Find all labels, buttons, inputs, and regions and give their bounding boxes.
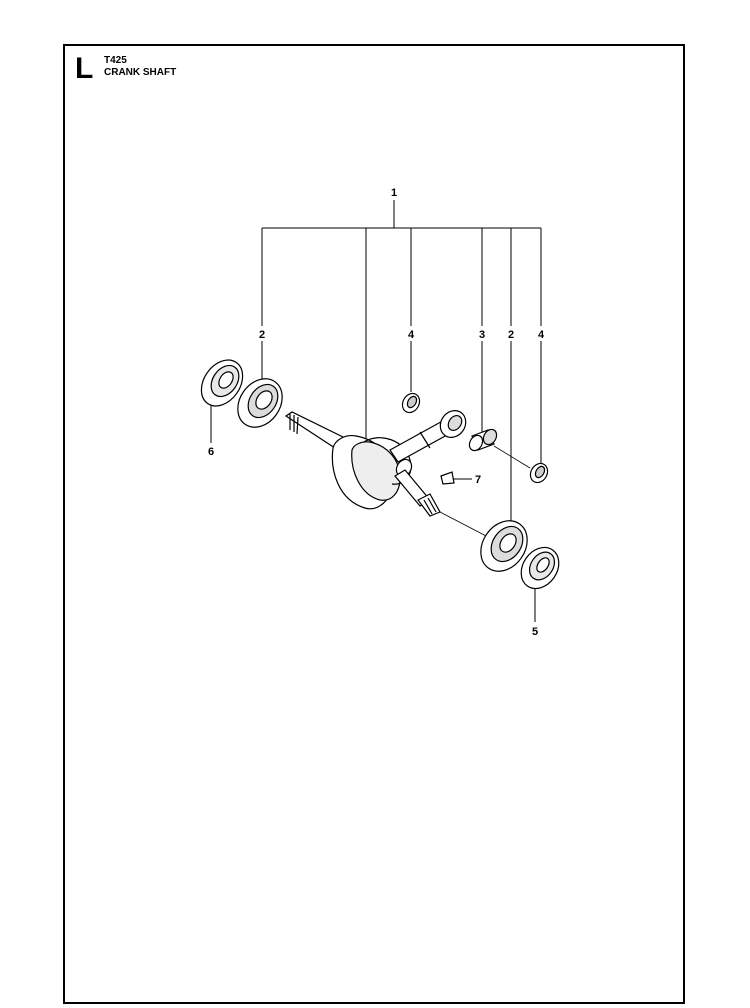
connecting-rod <box>389 410 467 463</box>
page-frame <box>63 44 685 1004</box>
callout-5: 5 <box>532 626 538 638</box>
crank-web <box>331 435 413 510</box>
model-name: T425 <box>104 55 127 66</box>
right-shaft <box>394 469 491 539</box>
bearing-2-left <box>237 378 283 428</box>
callout-3: 3 <box>479 329 485 341</box>
callout-4-top: 4 <box>408 329 415 341</box>
callout-7: 7 <box>475 474 481 486</box>
callout-2-right: 2 <box>508 329 514 341</box>
needle-bearing-3 <box>468 428 498 452</box>
callout-lines <box>210 200 542 622</box>
page-title: CRANK SHAFT <box>104 67 177 78</box>
axis-line <box>493 445 531 469</box>
callout-1: 1 <box>391 187 397 199</box>
washer-4-top <box>401 392 421 414</box>
key-7 <box>440 471 455 485</box>
callout-6: 6 <box>208 446 214 458</box>
callout-2-left: 2 <box>259 329 265 341</box>
callout-4-right: 4 <box>538 329 545 341</box>
bearing-2-right <box>480 520 528 572</box>
washer-4-right <box>529 462 549 484</box>
seal-5 <box>520 546 560 590</box>
seal-6 <box>200 359 244 407</box>
section-letter: L <box>75 52 94 85</box>
